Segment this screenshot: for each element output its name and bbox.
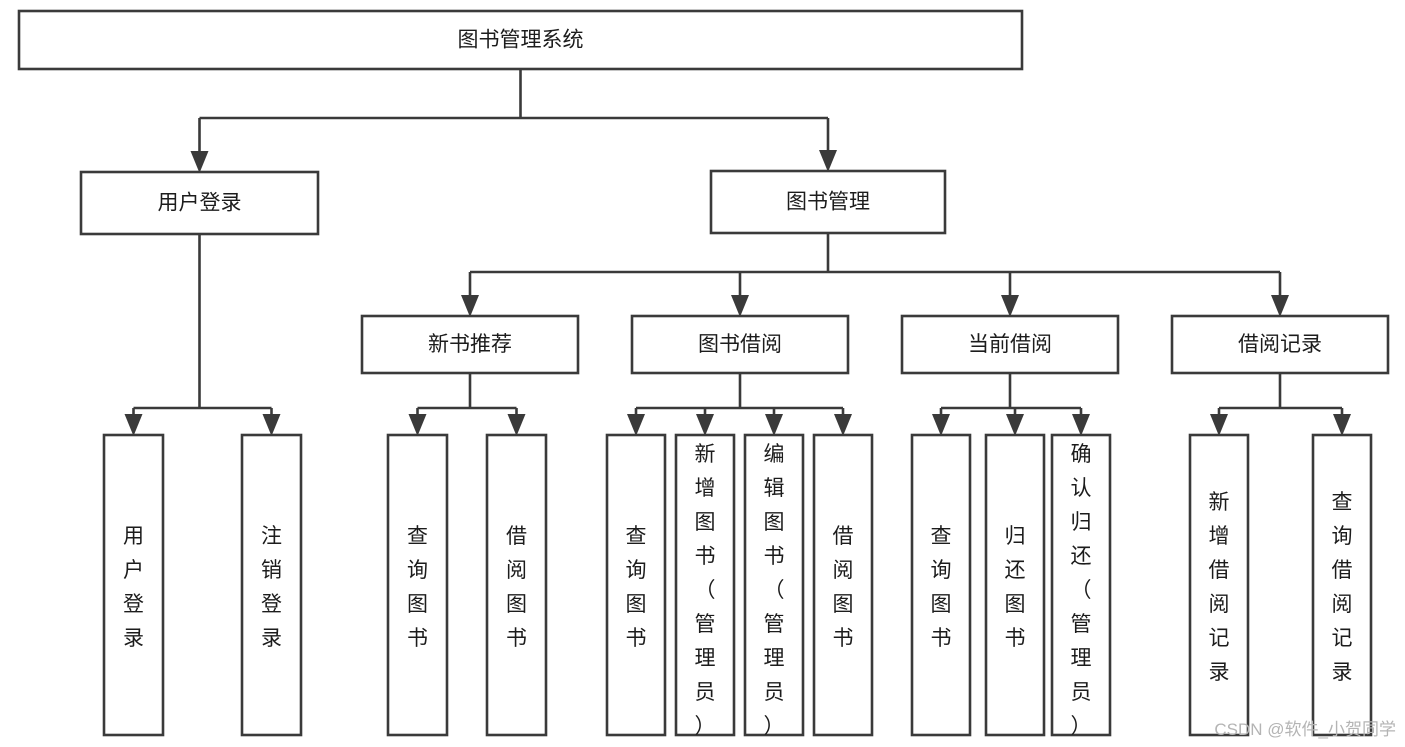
arrow-head: [819, 150, 837, 172]
arrow-head: [461, 295, 479, 317]
node-box[interactable]: [17, 9, 1024, 71]
node-box[interactable]: [360, 314, 580, 375]
node-label: 借阅图书: [833, 525, 854, 650]
node-box[interactable]: [743, 433, 805, 737]
node-box[interactable]: [812, 433, 874, 737]
node-brw-borrow-book[interactable]: 借阅图书: [812, 433, 874, 737]
csdn-watermark: CSDN @软件_小贺同学: [1214, 720, 1396, 739]
node-cur-query-book[interactable]: 查询图书: [910, 433, 972, 737]
node-cur-confirm-return[interactable]: 确认归还（管理员）: [1050, 433, 1112, 738]
node-box[interactable]: [79, 170, 320, 236]
node-brw-edit-book[interactable]: 编辑图书（管理员）: [743, 433, 805, 738]
node-brw-add-book[interactable]: 新增图书（管理员）: [674, 433, 736, 738]
node-label: 用户登录: [158, 192, 242, 215]
node-do-login[interactable]: 用户登录: [102, 433, 165, 737]
node-box[interactable]: [1311, 433, 1373, 737]
arrow-head: [731, 295, 749, 317]
arrow-head: [124, 414, 143, 436]
node-layer: 图书管理系统用户登录用户登录注销登录图书管理新书推荐查询图书借阅图书图书借阅查询…: [17, 9, 1390, 738]
node-label: 借阅记录: [1238, 333, 1322, 356]
arrow-head: [1210, 414, 1228, 436]
connector-group: [627, 373, 852, 436]
arrow-head: [507, 414, 526, 436]
node-box[interactable]: [630, 314, 850, 375]
node-label: 新书推荐: [428, 333, 512, 356]
arrow-head: [1006, 414, 1024, 436]
arrow-head: [765, 414, 783, 436]
node-label: 查询图书: [931, 525, 952, 650]
node-do-logout[interactable]: 注销登录: [240, 433, 303, 737]
node-label: 图书管理系统: [458, 29, 584, 52]
node-label: 查询图书: [626, 525, 647, 650]
node-label: 图书管理: [786, 191, 870, 214]
node-box[interactable]: [605, 433, 667, 737]
arrow-head: [1333, 414, 1351, 436]
node-label: 用户登录: [123, 525, 144, 650]
node-label: 借阅图书: [506, 525, 527, 650]
node-label: 图书借阅: [698, 333, 782, 356]
node-box[interactable]: [386, 433, 449, 737]
node-book-borrow[interactable]: 图书借阅: [630, 314, 850, 375]
node-label: 注销登录: [261, 525, 282, 650]
node-label: 查询借阅记录: [1332, 491, 1353, 684]
arrow-head: [1001, 295, 1019, 317]
node-box[interactable]: [984, 433, 1046, 737]
node-box[interactable]: [240, 433, 303, 737]
node-box[interactable]: [485, 433, 548, 737]
node-label: 当前借阅: [968, 333, 1052, 356]
node-user-login[interactable]: 用户登录: [79, 170, 320, 236]
node-label: 归还图书: [1005, 525, 1026, 650]
node-new-book-recommend[interactable]: 新书推荐: [360, 314, 580, 375]
arrow-head: [190, 151, 209, 173]
arrow-head: [1072, 414, 1090, 436]
arrow-head: [262, 414, 281, 436]
arrow-head: [627, 414, 645, 436]
node-label: 新增借阅记录: [1209, 491, 1230, 684]
connector-layer: [124, 69, 1351, 436]
node-label: 新增图书（管理员）: [695, 443, 716, 738]
node-brw-query-book[interactable]: 查询图书: [605, 433, 667, 737]
node-rec-query-record[interactable]: 查询借阅记录: [1311, 433, 1373, 737]
node-label: 查询图书: [407, 525, 428, 650]
connector-group: [124, 234, 281, 436]
node-current-borrow[interactable]: 当前借阅: [900, 314, 1120, 375]
arrow-head: [696, 414, 714, 436]
node-box[interactable]: [674, 433, 736, 737]
node-rec-borrow-book[interactable]: 借阅图书: [485, 433, 548, 737]
arrow-head: [834, 414, 852, 436]
node-root[interactable]: 图书管理系统: [17, 9, 1024, 71]
node-box[interactable]: [1050, 433, 1112, 737]
connector-group: [461, 233, 1289, 317]
node-box[interactable]: [1188, 433, 1250, 737]
connector-group: [190, 69, 837, 173]
connector-group: [408, 373, 526, 436]
connector-group: [932, 373, 1090, 436]
node-rec-query-book[interactable]: 查询图书: [386, 433, 449, 737]
arrow-head: [408, 414, 427, 436]
node-label: 确认归还（管理员）: [1071, 443, 1092, 738]
node-label: 编辑图书（管理员）: [764, 443, 785, 738]
connector-group: [1210, 373, 1351, 436]
node-box[interactable]: [709, 169, 947, 235]
node-box[interactable]: [1170, 314, 1390, 375]
node-cur-return-book[interactable]: 归还图书: [984, 433, 1046, 737]
node-rec-add-record[interactable]: 新增借阅记录: [1188, 433, 1250, 737]
arrow-head: [1271, 295, 1289, 317]
node-borrow-record[interactable]: 借阅记录: [1170, 314, 1390, 375]
arrow-head: [932, 414, 950, 436]
node-box[interactable]: [900, 314, 1120, 375]
node-box[interactable]: [910, 433, 972, 737]
node-book-manage[interactable]: 图书管理: [709, 169, 947, 235]
node-box[interactable]: [102, 433, 165, 737]
